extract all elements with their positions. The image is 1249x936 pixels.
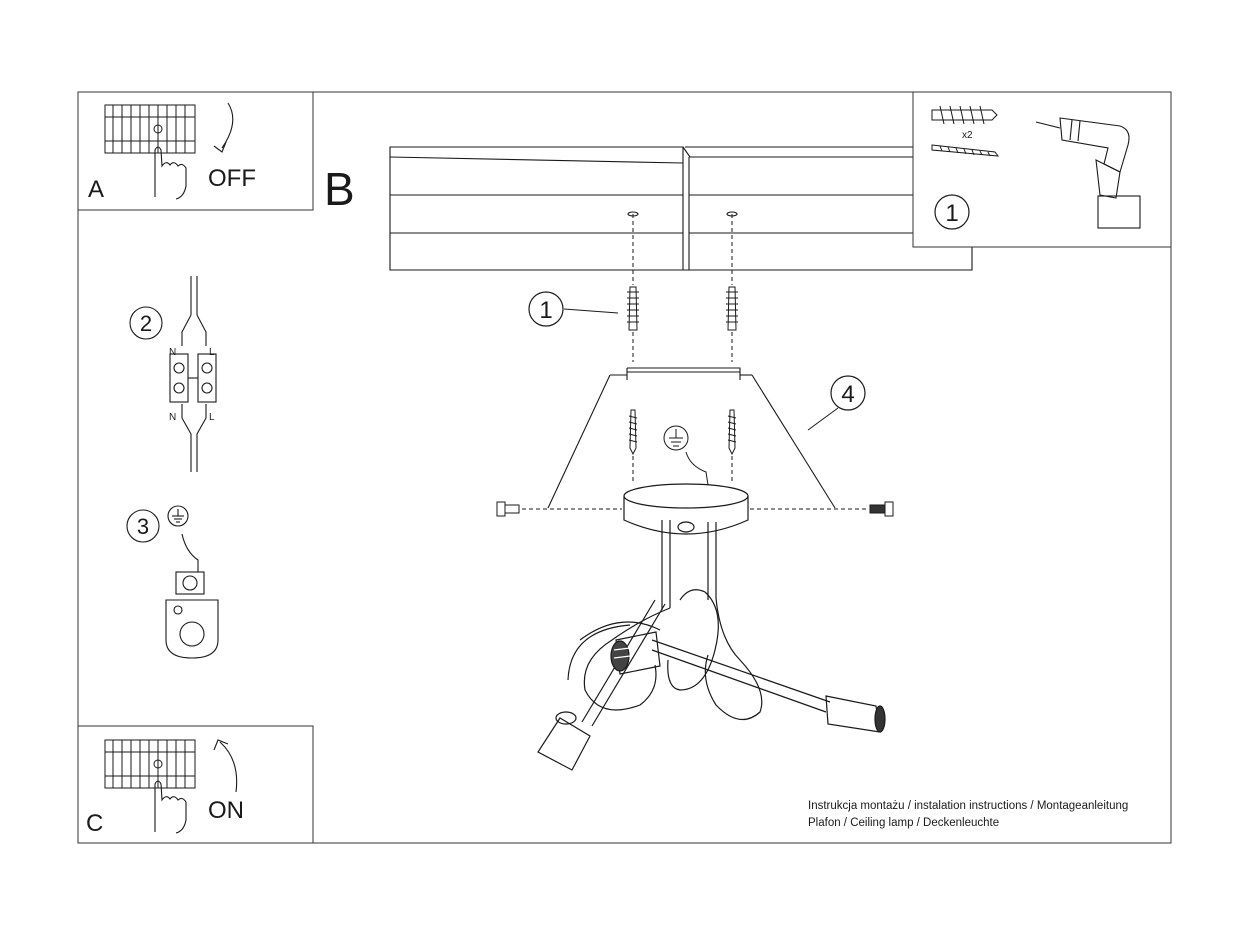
mounting-bracket: [547, 367, 836, 509]
dowel-callout-number: 1: [539, 297, 552, 324]
ceiling: [389, 146, 973, 271]
tools-box: x2 1: [912, 91, 1172, 248]
ground-step: [126, 505, 219, 659]
terminal-block-icon: [169, 353, 217, 403]
wire-label-l-top: L: [209, 347, 215, 358]
arrow-up-icon: [219, 741, 238, 793]
wire-label-l-bottom: L: [209, 412, 215, 423]
mount-callout-number: 4: [841, 381, 854, 408]
tools-qty: x2: [962, 130, 973, 141]
ground-step-number: 3: [137, 514, 149, 539]
tools-step-number: 1: [945, 200, 958, 227]
lamp-body: [567, 483, 831, 727]
panel-a-letter: A: [88, 176, 104, 203]
panel-a-action: OFF: [208, 165, 256, 192]
wiring-step: [129, 276, 217, 472]
fuse-box-icon: [104, 104, 196, 154]
wire-label-n-bottom: N: [169, 412, 176, 423]
panel-c-letter: C: [86, 810, 103, 837]
bracket-screws: [628, 409, 737, 482]
ground-symbol-icon: [663, 425, 709, 486]
arrow-down-icon: [221, 102, 234, 149]
ground-symbol-icon: [167, 505, 189, 527]
wiring-step-badge: [129, 306, 163, 340]
hand-icon: [154, 146, 187, 200]
drill-icon: [1035, 117, 1141, 229]
fuse-box-icon: [104, 739, 196, 789]
footer-line-1: Instrukcja montażu / instalation instruc…: [808, 800, 1128, 812]
tools-step-badge: [934, 194, 970, 230]
wiring-step-number: 2: [140, 311, 152, 336]
screw-icon: [931, 144, 1000, 157]
footer-line-2: Plafon / Ceiling lamp / Deckenleuchte: [808, 817, 999, 829]
ground-step-badge: [126, 509, 160, 543]
panel-b-letter: B: [324, 163, 355, 215]
wall-plug-icon: [931, 105, 998, 125]
panel-c: C ON: [77, 725, 314, 844]
lamp-socket-icon: [610, 631, 661, 675]
dowels: [627, 214, 738, 362]
outer-frame: [77, 91, 1172, 844]
lamp-socket-icon: [537, 711, 591, 771]
mount-callout-badge: [830, 375, 866, 411]
wire-label-n-top: N: [169, 347, 176, 358]
side-screws: [496, 501, 894, 517]
panel-a: A OFF: [77, 91, 314, 211]
lamp-socket-icon: [825, 695, 886, 733]
panel-c-action: ON: [208, 797, 244, 824]
dowel-callout-badge: [528, 291, 564, 327]
hand-icon: [154, 780, 187, 834]
